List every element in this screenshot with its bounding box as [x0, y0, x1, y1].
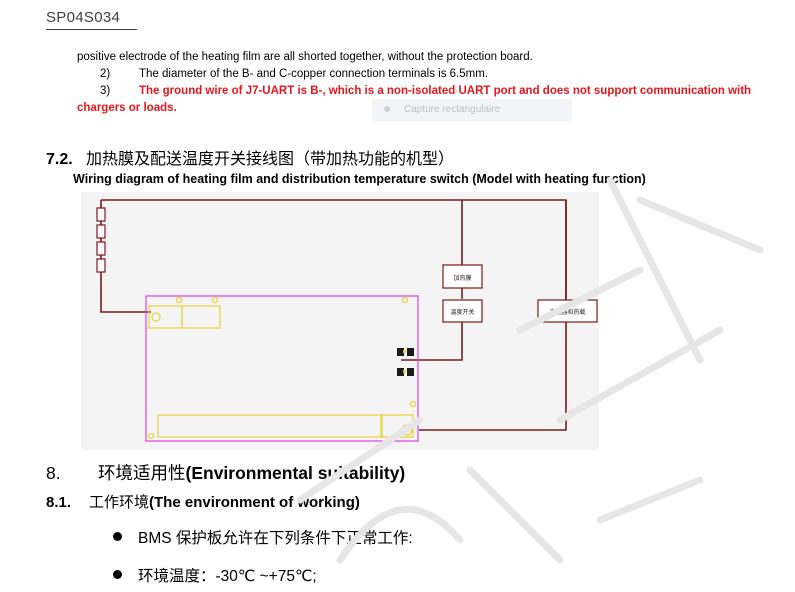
capture-rectangle-popup[interactable]: Capture rectangulaire [372, 99, 572, 121]
section-8-1-heading: 8.1. 工作环境(The environment of working) [46, 491, 360, 512]
wiring-diagram: 加热膜 温度开关 充电器和热载 [81, 192, 599, 450]
charger-heater-box-label: 充电器和热载 [549, 308, 585, 316]
capture-icon [384, 106, 390, 113]
wiring-diagram-svg: 加热膜 温度开关 充电器和热载 [96, 199, 598, 442]
section-title-en: (The environment of working) [149, 494, 360, 511]
wires [100, 199, 567, 431]
section-8-heading: 8. 环境适用性(Environmental suitability) [46, 460, 405, 485]
section-title-cn: 工作环境 [89, 493, 150, 511]
heating-film-box [442, 264, 483, 289]
section-number: 7.2. [46, 151, 73, 168]
section-title-cn: 环境适用性 [98, 464, 186, 484]
bullet-icon [113, 570, 122, 580]
temp-switch-box-label: 温度开关 [450, 308, 474, 316]
list-item-text: 环境温度：-30℃ ~+75℃; [138, 568, 317, 585]
header-underline [46, 29, 137, 30]
list-item: BMS 保护板允许在下列条件下正常工作: [113, 526, 413, 548]
heating-film-box-label: 加热膜 [453, 274, 471, 282]
pcb-connector-dots [403, 350, 406, 373]
section-title-en: (Environmental suitability) [185, 463, 406, 483]
wire-top-right [101, 199, 567, 431]
list-item: 环境温度：-30℃ ~+75℃; [113, 564, 317, 586]
note-item-3-number: 3) [100, 85, 111, 97]
note-item-3-text: The ground wire of J7-UART is B-, which … [139, 85, 752, 97]
temp-switch-box [442, 299, 483, 323]
section-number: 8.1. [46, 494, 72, 511]
list-item-text: BMS 保护板允许在下列条件下正常工作: [138, 530, 413, 547]
document-id: SP04S034 [46, 9, 121, 26]
pcb-pads [147, 296, 417, 440]
bullet-icon [113, 532, 122, 542]
wire-left-to-pcb [100, 200, 151, 313]
note-item-2-text: The diameter of the B- and C-copper conn… [139, 68, 488, 80]
section-7-2-heading: 7.2. 加热膜及配送温度开关接线图（带加热功能的机型） [46, 145, 454, 169]
heating-film-element [96, 207, 106, 273]
pcb-connector [397, 348, 414, 376]
section-number: 8. [46, 463, 61, 483]
note-item-2-number: 2) [100, 68, 111, 80]
capture-label: Capture rectangulaire [404, 104, 501, 115]
diagram-caption: Wiring diagram of heating film and distr… [73, 172, 646, 186]
pcb-outline [145, 295, 419, 442]
wire-switch-to-pcb [401, 322, 463, 361]
note-line-1: positive electrode of the heating film a… [77, 51, 533, 63]
section-title: 加热膜及配送温度开关接线图（带加热功能的机型） [86, 149, 455, 168]
note-item-3-text-continued: chargers or loads. [77, 102, 177, 114]
